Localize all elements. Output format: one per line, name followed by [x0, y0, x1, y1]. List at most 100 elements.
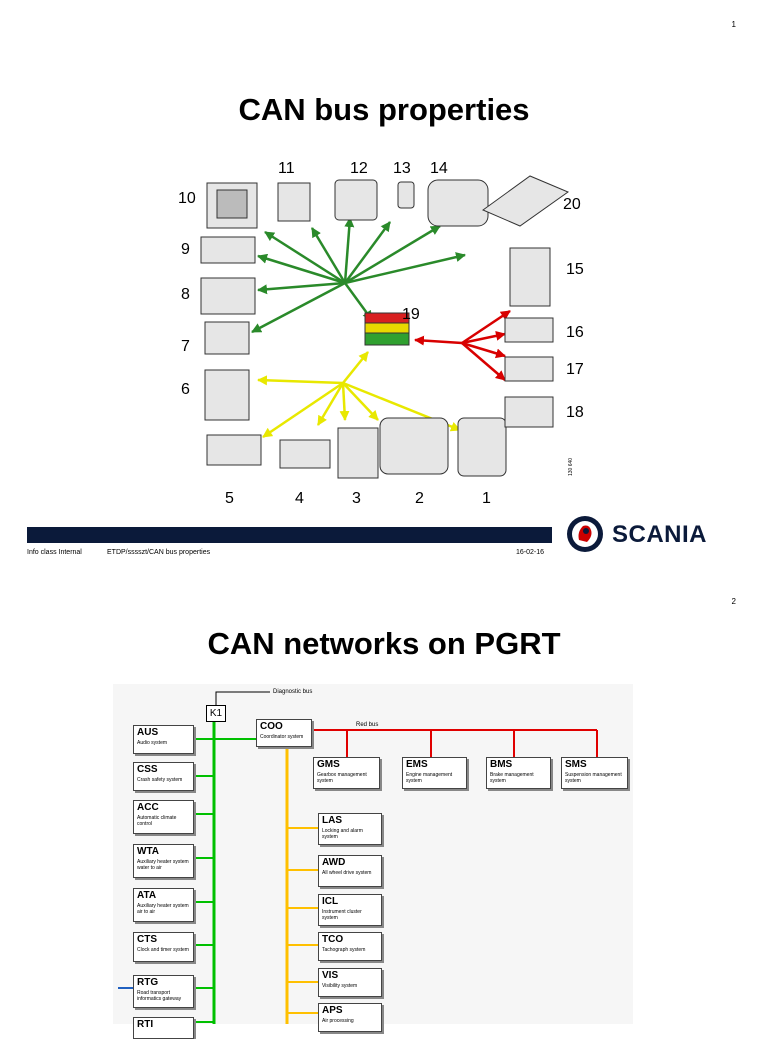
box-code: CSS [137, 764, 158, 775]
info-class: Info class Internal [27, 549, 82, 556]
box-code: AWD [322, 857, 346, 868]
heater-icon [334, 179, 378, 221]
box-code: RTG [137, 977, 159, 988]
box-code: SMS [565, 759, 587, 770]
red-bus-label: Red bus [356, 722, 379, 728]
label-7: 7 [181, 338, 190, 355]
brand-wordmark: SCANIA [612, 521, 708, 548]
css-box: CSS Crash safety system [133, 762, 194, 791]
heater-control-icon [204, 321, 250, 355]
k1-connector: K1 [206, 705, 226, 722]
aus-box: AUS Audio system [133, 725, 194, 754]
can-bus-illustration [200, 175, 570, 479]
coo-code: COO [260, 721, 283, 732]
box-code: RTI [137, 1019, 154, 1030]
box-desc: Locking and alarm system [322, 828, 363, 840]
tachograph-icon [206, 434, 262, 466]
label-4: 4 [295, 490, 304, 507]
climate-panel-icon [200, 277, 256, 315]
diagnostic-bus-label: Diagnostic bus [273, 689, 313, 695]
wta-box: WTA Auxiliary heater system water to air [133, 844, 194, 878]
cylinder-unit-icon [427, 179, 489, 227]
box-code: ICL [322, 896, 339, 907]
ecu-17-icon [504, 356, 554, 382]
cts-box: CTS Clock and timer system [133, 932, 194, 962]
can-bus-diagram [170, 155, 600, 515]
cluster-module-icon [279, 439, 331, 469]
box-code: VIS [322, 970, 339, 981]
label-20: 20 [563, 196, 581, 213]
box-code: BMS [490, 759, 513, 770]
box-code: GMS [317, 759, 340, 770]
coo-desc: Coordinator system [260, 734, 304, 740]
box-desc: Crash safety system [137, 777, 183, 783]
box-desc: Audio system [137, 740, 168, 746]
network-lines [118, 691, 598, 1024]
image-id: 130 640 [568, 457, 574, 476]
icl-box: ICL Instrument cluster system [318, 894, 382, 926]
slide-title-2: CAN networks on PGRT [207, 626, 561, 661]
label-1: 1 [482, 490, 491, 507]
network-diagram [113, 684, 633, 1024]
page-number: 1 [731, 20, 736, 29]
control-unit-icon [277, 182, 311, 222]
box-code: AUS [137, 727, 159, 738]
box-desc: Auxiliary heater system water to air [137, 859, 189, 871]
ata-box: ATA Auxiliary heater system air to air [133, 888, 194, 922]
label-16: 16 [566, 324, 584, 341]
ecu-icon [337, 427, 379, 479]
green-bus-arrows [251, 217, 466, 334]
box-code: ATA [137, 890, 157, 901]
box-code: EMS [406, 759, 428, 770]
sensor-icon [397, 181, 415, 209]
label-5: 5 [225, 490, 234, 507]
radio-icon [200, 236, 256, 264]
label-12: 12 [350, 160, 368, 177]
instrument-cluster-icon [379, 417, 449, 475]
box-desc: Air processing [322, 1018, 354, 1024]
ecu-16-icon [504, 317, 554, 343]
box-code: CTS [137, 934, 157, 945]
acc-box: ACC Automatic climate control [133, 800, 194, 834]
vis-box: VIS Visibility system [318, 968, 382, 997]
box-desc: Clock and timer system [137, 947, 189, 953]
label-14: 14 [430, 160, 448, 177]
las-box: LAS Locking and alarm system [318, 813, 382, 845]
label-19: 19 [402, 306, 420, 323]
box-desc: Brake management system [490, 772, 534, 784]
aps-box: APS Air processing [318, 1003, 382, 1032]
ecu-15-icon [509, 247, 551, 307]
central-unit-icon [364, 312, 410, 346]
page-number-2: 2 [731, 597, 736, 606]
label-2: 2 [415, 490, 424, 507]
box-desc: Engine management system [406, 772, 453, 784]
scania-logo-icon [565, 514, 605, 554]
box-code: WTA [137, 846, 160, 857]
coo-box: COO Coordinator system [256, 719, 312, 747]
box-desc: Auxiliary heater system air to air [137, 903, 189, 915]
slide-title: CAN bus properties [238, 92, 530, 127]
ecu-18-icon [504, 396, 554, 428]
box-desc: Visibility system [322, 983, 358, 989]
speaker-unit-icon [204, 369, 250, 421]
gms-box: GMS Gearbox management system [313, 757, 380, 789]
rti-box: RTI [133, 1017, 194, 1039]
laptop-icon [481, 175, 570, 227]
box-code: TCO [322, 934, 344, 945]
box-desc: Instrument cluster system [322, 909, 362, 921]
awd-box: AWD All wheel drive system [318, 855, 382, 887]
label-15: 15 [566, 261, 584, 278]
label-10: 10 [178, 190, 196, 207]
footer-bar [27, 527, 552, 543]
box-desc: All wheel drive system [322, 870, 372, 876]
label-6: 6 [181, 381, 190, 398]
box-code: LAS [322, 815, 342, 826]
tco-box: TCO Tachograph system [318, 932, 382, 961]
box-desc: Gearbox management system [317, 772, 367, 784]
label-11: 11 [278, 160, 295, 177]
footer-date: 16-02-16 [516, 549, 545, 556]
rtg-box: RTG Road transport informatics gateway [133, 975, 194, 1008]
sms-box: SMS Suspension management system [561, 757, 628, 789]
box-desc: Automatic climate control [137, 815, 177, 827]
ems-box: EMS Engine management system [402, 757, 467, 789]
